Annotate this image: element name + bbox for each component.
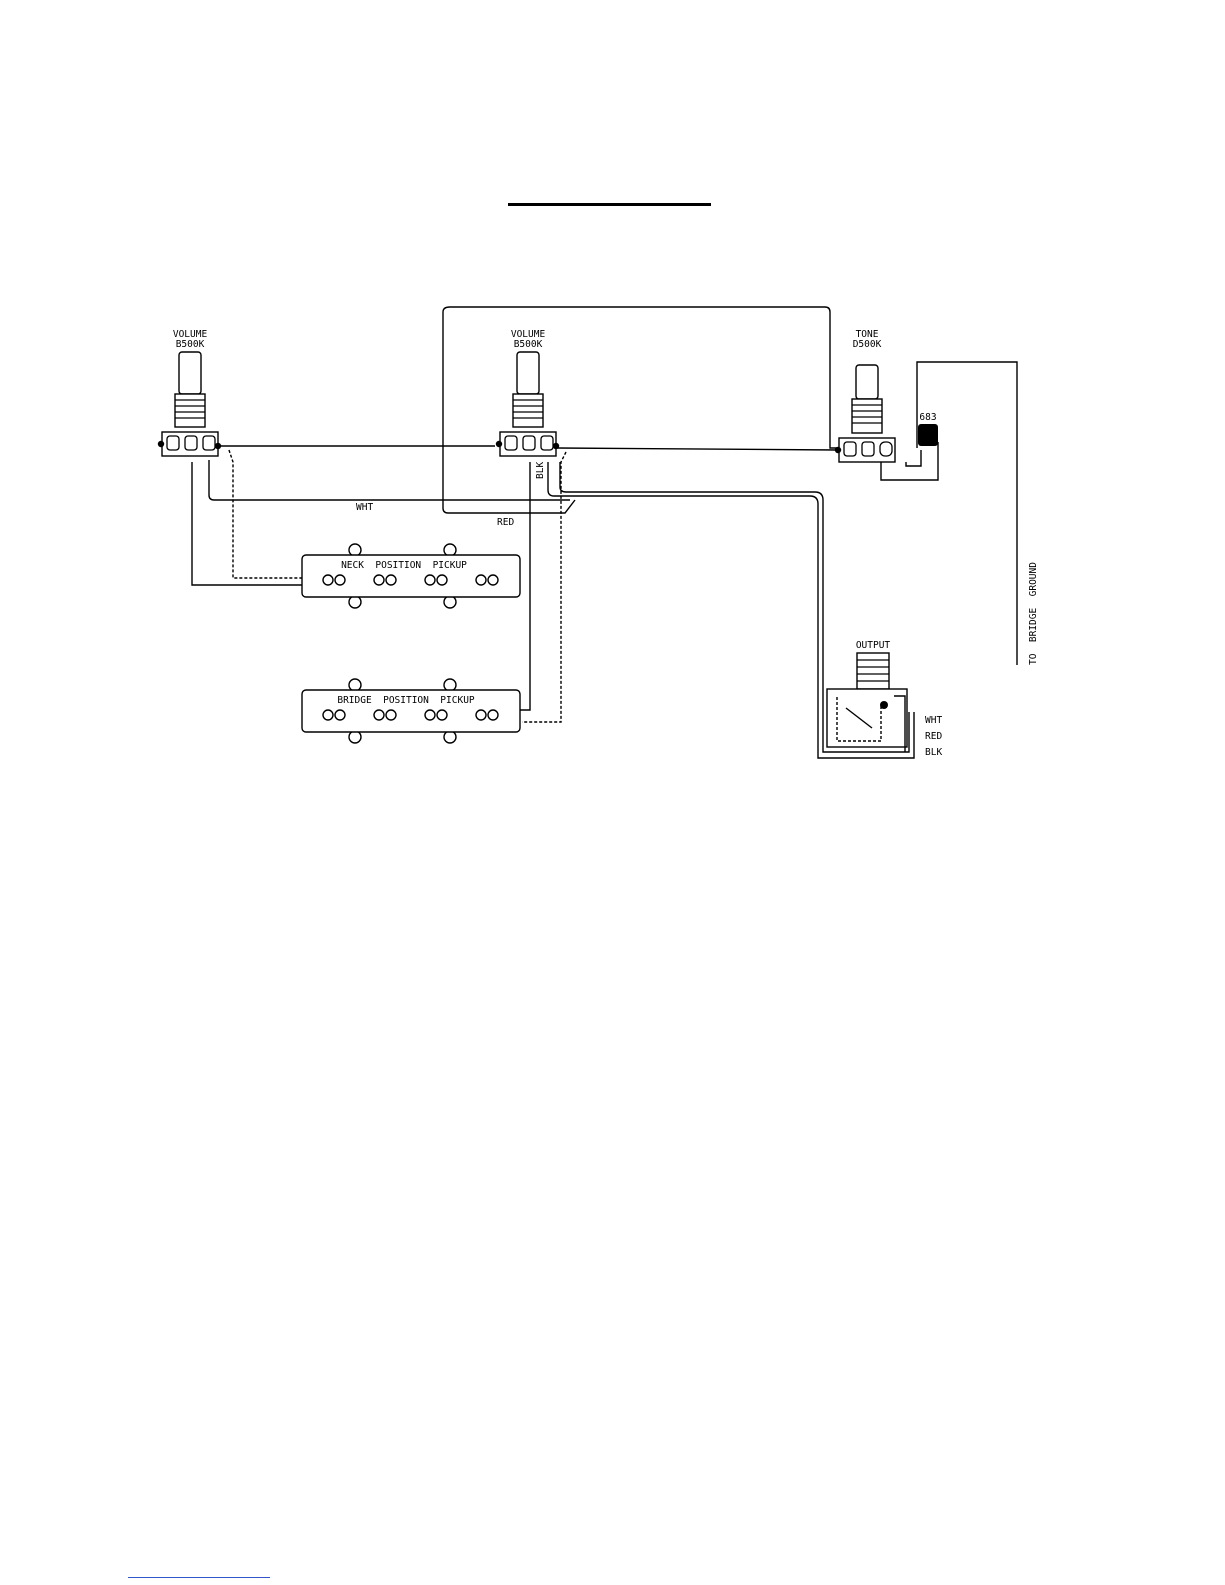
jack-wire-label: BLK [925,747,942,758]
wire-label-wht: WHT [356,502,373,513]
capacitor: 683 [918,412,938,446]
pickup-label: NECK POSITION PICKUP [341,560,467,571]
capacitor-label: 683 [919,412,936,423]
footer-link-underline [128,1577,270,1578]
pot-tone: TONE D500K [835,329,895,462]
bridge-ground-label: TO BRIDGE GROUND [1028,562,1039,665]
pot-value-label: D500K [853,339,882,350]
pot-volume-neck: VOLUME B500K [158,329,221,456]
neck-pickup: NECK POSITION PICKUP [302,544,520,608]
wire-label-blk: BLK [535,462,546,479]
jack-wire-label: WHT [925,715,942,726]
pickup-label: BRIDGE POSITION PICKUP [337,695,475,706]
pot-value-label: B500K [176,339,205,350]
pot-value-label: B500K [514,339,543,350]
wire-label-red: RED [497,517,514,528]
output-jack: OUTPUT WHT RED BLK [827,640,942,758]
jack-label: OUTPUT [856,640,891,651]
bridge-pickup: BRIDGE POSITION PICKUP [302,679,520,743]
jack-wire-label: RED [925,731,942,742]
pot-volume-bridge: VOLUME B500K [496,329,559,456]
